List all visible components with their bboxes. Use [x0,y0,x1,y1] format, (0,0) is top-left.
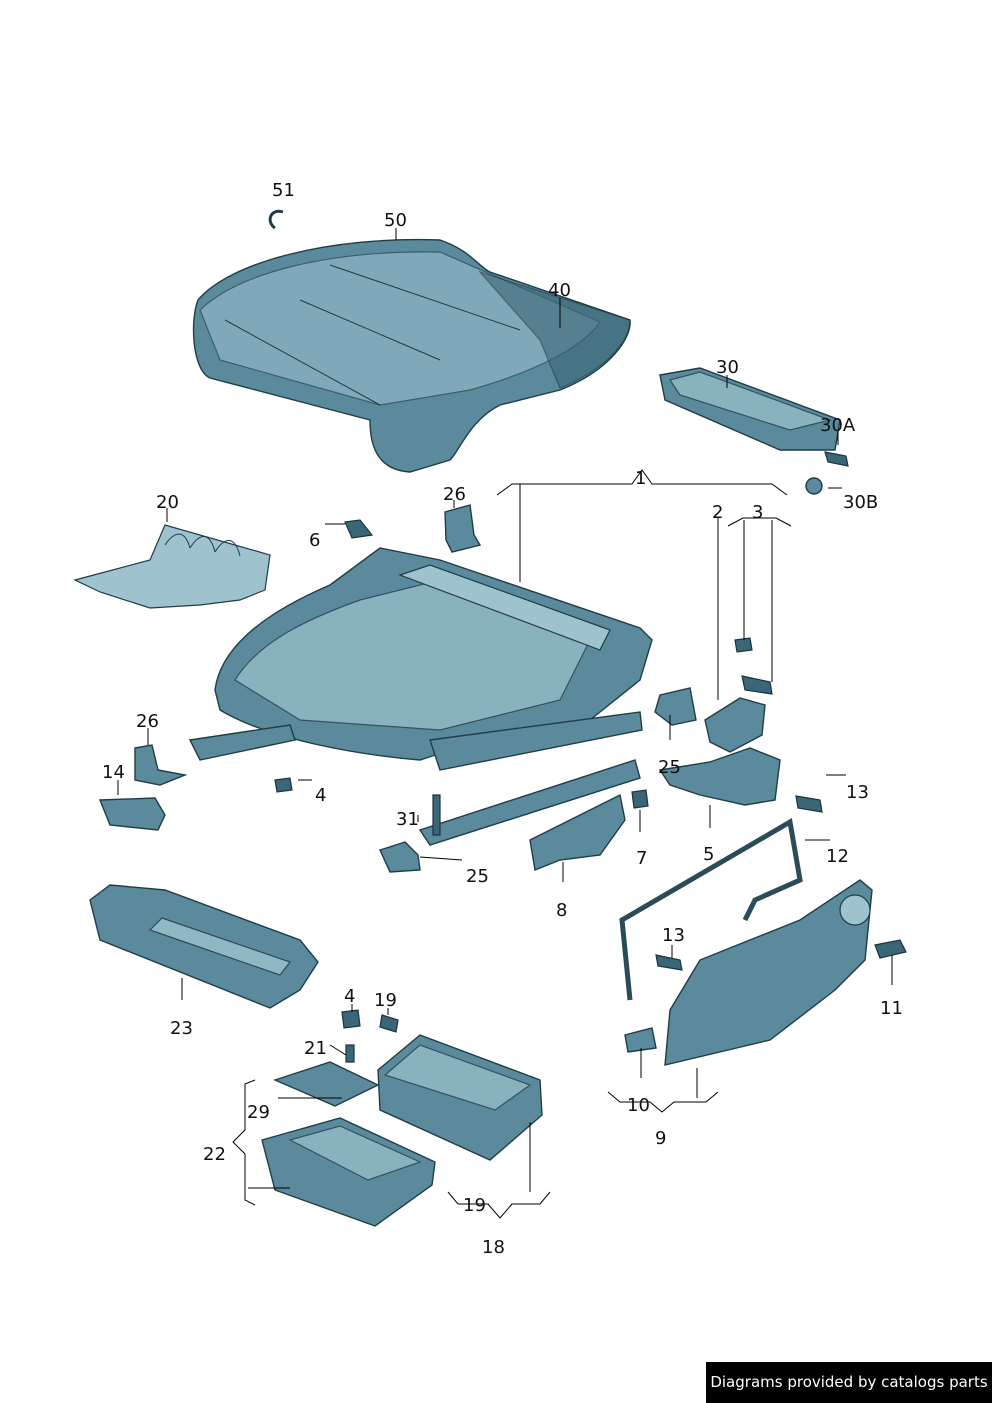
label-3: 3 [752,502,763,523]
credit-banner: Diagrams provided by catalogs parts [706,1362,992,1403]
part-26-bracket [444,504,482,553]
part-13-screw-upper [795,795,823,813]
part-3-nut [734,637,753,653]
label-30: 30 [716,357,739,378]
label-4-upper: 4 [315,785,326,806]
part-21-screw [345,1044,355,1063]
label-21: 21 [304,1038,327,1059]
part-2-cover [704,697,766,753]
part-11-plug [874,939,907,959]
part-50-seat-cushion [192,238,631,473]
leader-lines [117,228,893,1219]
part-23-lower-cover [89,884,319,1009]
part-25-bracket-lower [379,841,421,873]
label-30b: 30B [843,492,878,513]
part-6-screw [344,519,374,539]
label-40: 40 [548,280,571,301]
part-9-side-trim [664,879,873,1066]
part-12-wire-frame [619,818,803,1001]
part-10-clip [624,1027,657,1053]
label-2: 2 [712,502,723,523]
label-25-lower: 25 [466,866,489,887]
label-26-lower: 26 [136,711,159,732]
label-9: 9 [655,1128,666,1149]
label-13-upper: 13 [846,782,869,803]
label-7: 7 [636,848,647,869]
label-14: 14 [102,762,125,783]
part-1-seat-frame [188,547,653,846]
label-13-lower: 13 [662,925,685,946]
part-18-storage-frame [377,1034,543,1161]
part-20-seat-mat [73,524,271,609]
label-51: 51 [272,180,295,201]
label-31: 31 [396,809,419,830]
label-50: 50 [384,210,407,231]
label-20: 20 [156,492,179,513]
label-29: 29 [247,1102,270,1123]
part-30-rail [659,367,841,451]
label-10: 10 [627,1095,650,1116]
part-31-screw [432,794,441,836]
label-11: 11 [880,998,903,1019]
label-19-bottom: 19 [463,1195,486,1216]
part-19-screw [379,1014,399,1033]
label-25-right: 25 [658,757,681,778]
label-19-top: 19 [374,990,397,1011]
label-8: 8 [556,900,567,921]
label-1: 1 [635,468,646,489]
part-13-screw-lower [655,954,683,971]
part-3-screw [741,675,773,695]
part-4-clip-lower [341,1009,361,1029]
part-51-clip [268,209,284,230]
label-23: 23 [170,1018,193,1039]
label-12: 12 [826,846,849,867]
part-8-cover [529,793,626,871]
part-4-clip-upper [274,777,293,793]
label-18: 18 [482,1237,505,1258]
part-25-bracket-right [654,687,697,726]
label-5: 5 [703,844,714,865]
part-30a-screw [824,451,849,467]
label-26-top: 26 [443,484,466,505]
part-26-bracket-lower [134,744,188,786]
part-7-clip [631,789,649,809]
label-6: 6 [309,530,320,551]
part-29-pad [273,1061,380,1107]
part-5-plate [658,747,781,806]
part-22-drawer [261,1117,436,1227]
part-30b-nut [805,477,823,495]
label-4-lower: 4 [344,986,355,1007]
part-14-cap [98,797,166,831]
label-22: 22 [203,1144,226,1165]
label-30a: 30A [820,415,856,436]
part-9-knob-hole [839,894,871,926]
